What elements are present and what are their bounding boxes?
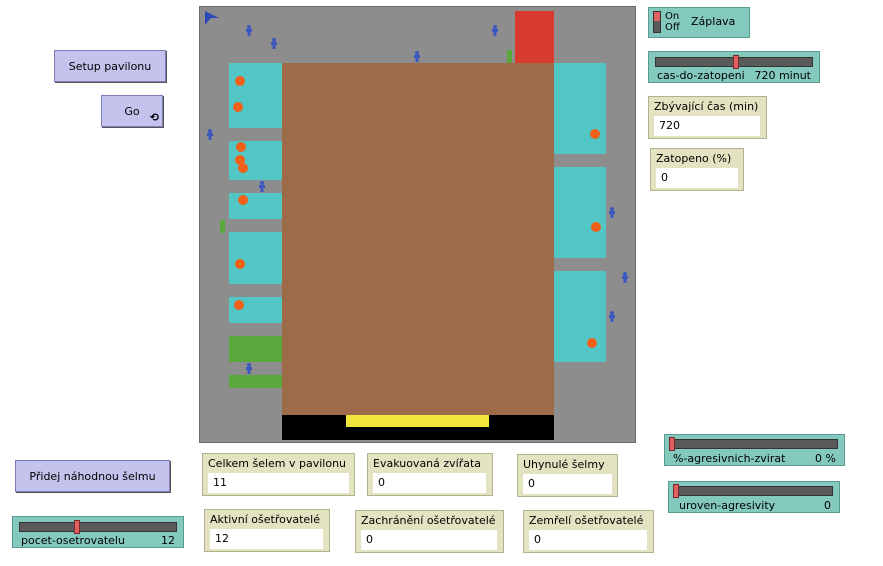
enclosure-right-1 xyxy=(554,63,606,154)
slider-name: cas-do-zatopeni xyxy=(657,69,745,82)
slider-track[interactable] xyxy=(673,486,833,496)
monitor-label: Aktivní ošetřovatelé xyxy=(210,513,321,526)
celkem-selem-monitor: Celkem šelem v pavilonu 11 xyxy=(202,453,355,496)
monitor-value: 0 xyxy=(361,530,497,550)
exit-red-zone xyxy=(515,11,554,63)
animal-icon xyxy=(238,195,248,205)
monitor-value: 720 xyxy=(654,116,760,136)
zaplava-switch[interactable]: On Off Záplava xyxy=(648,7,750,38)
add-random-beast-button[interactable]: Přidej náhodnou šelmu xyxy=(15,460,170,492)
enclosure-right-3 xyxy=(554,271,606,362)
switch-off-label: Off xyxy=(665,22,680,33)
keeper-person-icon xyxy=(609,207,615,218)
monitor-value: 0 xyxy=(529,530,647,550)
add-random-beast-button-label: Přidej náhodnou šelmu xyxy=(29,469,156,483)
go-button-label: Go xyxy=(124,104,140,118)
slider-knob[interactable] xyxy=(669,437,675,451)
enclosure-right-2 xyxy=(554,167,606,258)
grass-small-left xyxy=(220,220,225,233)
world-view[interactable] xyxy=(199,6,636,443)
monitor-label: Zemřelí ošetřovatelé xyxy=(529,514,644,527)
switch-toggle[interactable] xyxy=(653,11,661,33)
pavilion-center xyxy=(282,63,554,415)
monitor-value: 0 xyxy=(373,473,486,493)
animal-icon xyxy=(590,129,600,139)
monitor-label: Zatopeno (%) xyxy=(656,152,732,165)
grass-left-2 xyxy=(229,375,282,388)
keeper-person-icon xyxy=(246,25,252,36)
setup-button-label: Setup pavilonu xyxy=(68,59,152,73)
enclosure-left-3 xyxy=(229,193,282,219)
slider-value: 0 xyxy=(824,499,831,512)
yellow-strip xyxy=(346,415,489,427)
slider-name: %-agresivnich-zvirat xyxy=(673,452,786,465)
animal-icon xyxy=(238,163,248,173)
switch-name: Záplava xyxy=(691,15,736,28)
slider-value: 720 minut xyxy=(754,69,811,82)
forever-icon: ⟲ xyxy=(149,111,159,124)
setup-button[interactable]: Setup pavilonu xyxy=(54,50,166,82)
slider-knob[interactable] xyxy=(74,520,80,534)
pocet-osetrovatelu-slider[interactable]: pocet-osetrovatelu 12 xyxy=(12,516,184,548)
keeper-person-icon xyxy=(609,311,615,322)
keeper-person-icon xyxy=(622,272,628,283)
monitor-label: Zbývající čas (min) xyxy=(654,100,759,113)
monitor-label: Uhynulé šelmy xyxy=(523,458,605,471)
monitor-value: 11 xyxy=(208,473,349,493)
grass-left-1 xyxy=(229,336,282,362)
agresivnich-zvirat-slider[interactable]: %-agresivnich-zvirat 0 % xyxy=(664,434,845,466)
slider-track[interactable] xyxy=(19,522,177,532)
animal-icon xyxy=(591,222,601,232)
keeper-person-icon xyxy=(259,181,265,192)
enclosure-left-1 xyxy=(229,63,282,128)
animal-icon xyxy=(236,142,246,152)
cas-do-zatopeni-slider[interactable]: cas-do-zatopeni 720 minut xyxy=(648,51,820,83)
world-corner-arrow-icon xyxy=(205,11,219,25)
animal-icon xyxy=(587,338,597,348)
monitor-label: Celkem šelem v pavilonu xyxy=(208,457,347,470)
monitor-label: Evakuovaná zvířata xyxy=(373,457,482,470)
keeper-person-icon xyxy=(414,51,420,62)
keeper-person-icon xyxy=(207,129,213,140)
uroven-agresivity-slider[interactable]: uroven-agresivity 0 xyxy=(668,481,840,513)
slider-knob[interactable] xyxy=(673,484,679,498)
evakuovana-zvirata-monitor: Evakuovaná zvířata 0 xyxy=(367,453,493,496)
animal-icon xyxy=(234,300,244,310)
monitor-value: 0 xyxy=(523,474,612,494)
slider-name: pocet-osetrovatelu xyxy=(21,534,125,547)
slider-value: 12 xyxy=(161,534,175,547)
animal-icon xyxy=(235,76,245,86)
uhynule-selmy-monitor: Uhynulé šelmy 0 xyxy=(517,454,618,497)
monitor-value: 12 xyxy=(210,529,323,549)
zatopeno-monitor: Zatopeno (%) 0 xyxy=(650,148,744,191)
zachraneni-osetrovatele-monitor: Zachránění ošetřovatelé 0 xyxy=(355,510,504,553)
enclosure-left-4 xyxy=(229,232,282,284)
grass-small-top xyxy=(507,50,512,63)
keeper-person-icon xyxy=(246,363,252,374)
animal-icon xyxy=(233,102,243,112)
slider-track[interactable] xyxy=(669,439,838,449)
slider-knob[interactable] xyxy=(733,55,739,69)
slider-value: 0 % xyxy=(815,452,836,465)
animal-icon xyxy=(235,155,245,165)
slider-name: uroven-agresivity xyxy=(679,499,776,512)
switch-on-label: On xyxy=(665,11,680,22)
monitor-value: 0 xyxy=(656,168,738,188)
keeper-person-icon xyxy=(271,38,277,49)
keeper-person-icon xyxy=(492,25,498,36)
zbyvajici-cas-monitor: Zbývající čas (min) 720 xyxy=(648,96,767,139)
monitor-label: Zachránění ošetřovatelé xyxy=(361,514,496,527)
aktivni-osetrovatele-monitor: Aktivní ošetřovatelé 12 xyxy=(204,509,330,552)
animal-icon xyxy=(235,259,245,269)
zemreli-osetrovatele-monitor: Zemřelí ošetřovatelé 0 xyxy=(523,510,654,553)
go-button[interactable]: Go ⟲ xyxy=(101,95,163,127)
